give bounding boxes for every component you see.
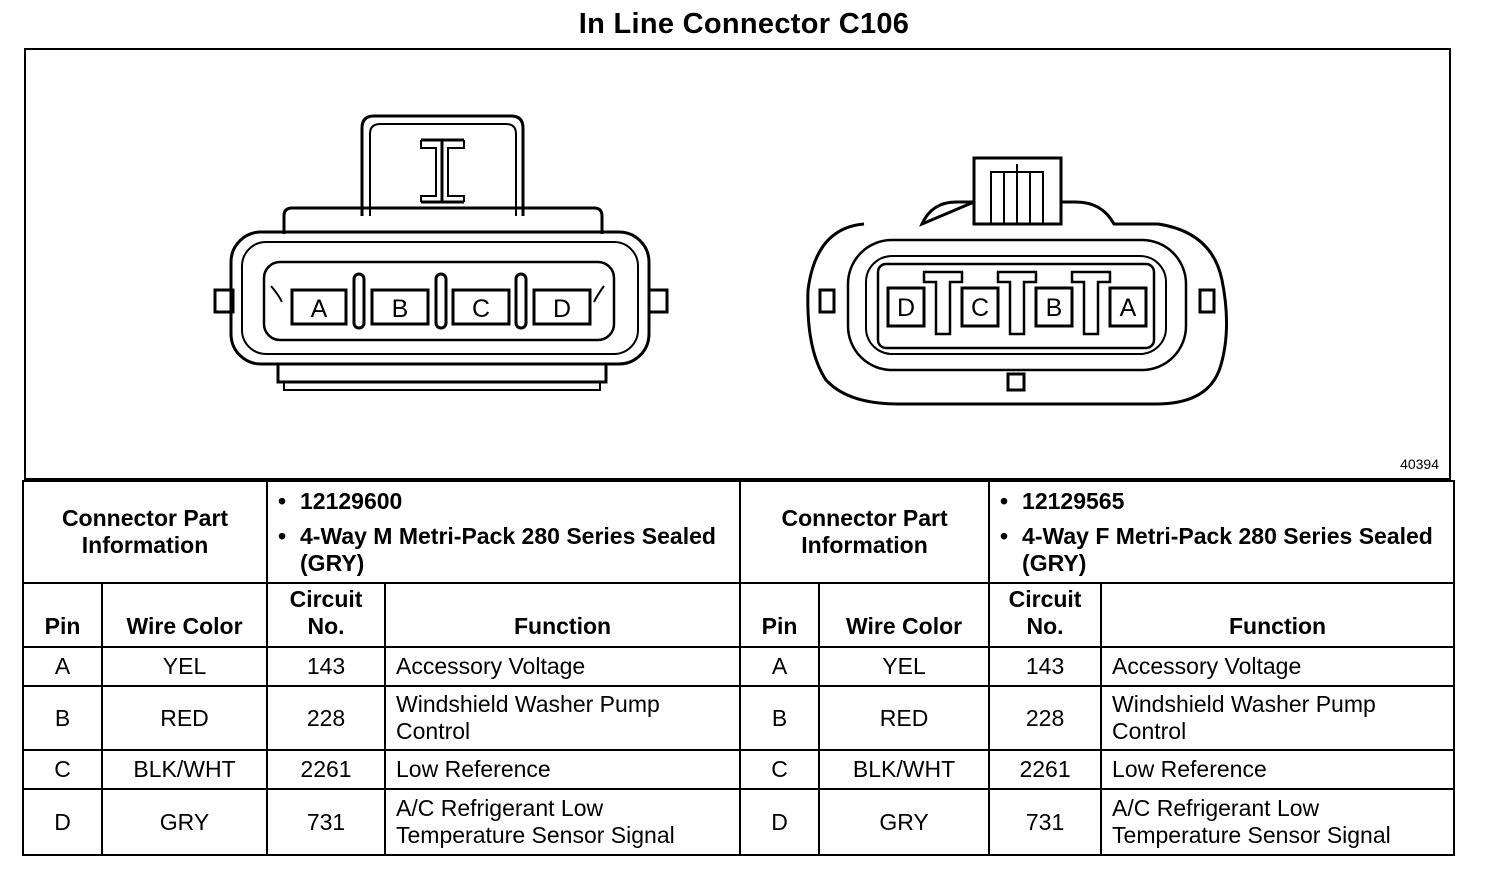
female-cavity-label: B xyxy=(1046,294,1063,322)
circuit-cell: 731 xyxy=(988,788,1103,856)
circuit-cell: 228 xyxy=(988,685,1103,751)
wire-color-cell: BLK/WHT xyxy=(818,749,991,790)
figure-id: 40394 xyxy=(1400,456,1439,472)
function-cell: Accessory Voltage xyxy=(1100,646,1456,687)
part-info-label: Connector Part Information xyxy=(739,480,991,584)
circuit-cell: 143 xyxy=(266,646,387,687)
pin-cell: C xyxy=(739,749,821,790)
pin-cell: C xyxy=(22,749,103,790)
male-cavity-label: D xyxy=(553,295,571,323)
function-cell: A/C Refrigerant Low Temperature Sensor S… xyxy=(1100,788,1456,856)
function-cell: Low Reference xyxy=(384,749,742,790)
column-header-pin: Pin xyxy=(739,582,821,648)
function-cell: Windshield Washer Pump Control xyxy=(384,685,742,751)
male-cavity-d xyxy=(532,288,592,326)
female-cavity-label: C xyxy=(971,294,989,322)
wire-color-cell: YEL xyxy=(818,646,991,687)
male-cavity-label: A xyxy=(311,295,328,323)
part-info-details: •12129565 •4-Way F Metri-Pack 280 Series… xyxy=(988,480,1456,584)
pin-cell: D xyxy=(739,788,821,856)
column-header-wire-color: Wire Color xyxy=(818,582,991,648)
part-info-details: •12129600 •4-Way M Metri-Pack 280 Series… xyxy=(266,480,742,584)
circuit-cell: 2261 xyxy=(988,749,1103,790)
connector-illustration: A B C D xyxy=(24,48,1451,480)
part-info-row: Connector Part Information •12129600 •4-… xyxy=(21,480,1456,584)
female-cavity-d xyxy=(886,286,926,328)
female-cavity-label: A xyxy=(1120,294,1137,322)
column-header-row: Pin Wire Color Circuit No. Function Pin … xyxy=(22,582,1456,648)
female-cavity-b xyxy=(1034,286,1074,328)
table-row: A YEL 143 Accessory Voltage A YEL 143 Ac… xyxy=(22,646,1456,687)
connector-drawing: A B C D xyxy=(213,114,1228,406)
column-header-circuit: Circuit No. xyxy=(988,582,1103,648)
part-info-label: Connector Part Information xyxy=(21,480,269,584)
wire-color-cell: YEL xyxy=(100,646,269,687)
pin-cell: B xyxy=(22,685,103,751)
pin-cell: D xyxy=(22,788,103,856)
wire-color-cell: RED xyxy=(100,685,269,751)
wire-color-cell: GRY xyxy=(100,788,269,856)
table-row: C BLK/WHT 2261 Low Reference C BLK/WHT 2… xyxy=(22,749,1456,790)
male-cavity-a xyxy=(290,288,348,326)
function-cell: Low Reference xyxy=(1100,749,1456,790)
column-header-function: Function xyxy=(1100,582,1456,648)
pin-cell: B xyxy=(739,685,821,751)
page-title: In Line Connector C106 xyxy=(578,8,910,40)
part-description: 4-Way F Metri-Pack 280 Series Sealed (GR… xyxy=(1022,523,1433,576)
male-cavity-label: C xyxy=(472,295,490,323)
male-cavity-b xyxy=(370,288,430,326)
part-description: 4-Way M Metri-Pack 280 Series Sealed (GR… xyxy=(300,523,716,576)
male-cavity-c xyxy=(451,288,511,326)
column-header-pin: Pin xyxy=(22,582,103,648)
function-cell: Accessory Voltage xyxy=(384,646,742,687)
circuit-cell: 731 xyxy=(266,788,387,856)
part-number: 12129600 xyxy=(300,488,403,514)
column-header-function: Function xyxy=(384,582,742,648)
female-cavity-a xyxy=(1108,286,1148,328)
column-header-wire-color: Wire Color xyxy=(100,582,269,648)
pin-cell: A xyxy=(739,646,821,687)
female-cavity-label: D xyxy=(897,294,915,322)
male-connector xyxy=(213,114,669,391)
column-header-circuit: Circuit No. xyxy=(266,582,387,648)
pin-cell: A xyxy=(22,646,103,687)
circuit-cell: 2261 xyxy=(266,749,387,790)
circuit-cell: 228 xyxy=(266,685,387,751)
part-number: 12129565 xyxy=(1022,488,1125,514)
function-cell: Windshield Washer Pump Control xyxy=(1100,685,1456,751)
circuit-cell: 143 xyxy=(988,646,1103,687)
male-cavity-label: B xyxy=(392,295,409,323)
table-row: D GRY 731 A/C Refrigerant Low Temperatur… xyxy=(22,788,1456,856)
wire-color-cell: BLK/WHT xyxy=(100,749,269,790)
wire-color-cell: GRY xyxy=(818,788,991,856)
function-cell: A/C Refrigerant Low Temperature Sensor S… xyxy=(384,788,742,856)
female-cavity-c xyxy=(960,286,1000,328)
pinout-table: Connector Part Information •12129600 •4-… xyxy=(21,480,1456,856)
wire-color-cell: RED xyxy=(818,685,991,751)
table-row: B RED 228 Windshield Washer Pump Control… xyxy=(22,685,1456,751)
female-connector xyxy=(806,156,1228,406)
